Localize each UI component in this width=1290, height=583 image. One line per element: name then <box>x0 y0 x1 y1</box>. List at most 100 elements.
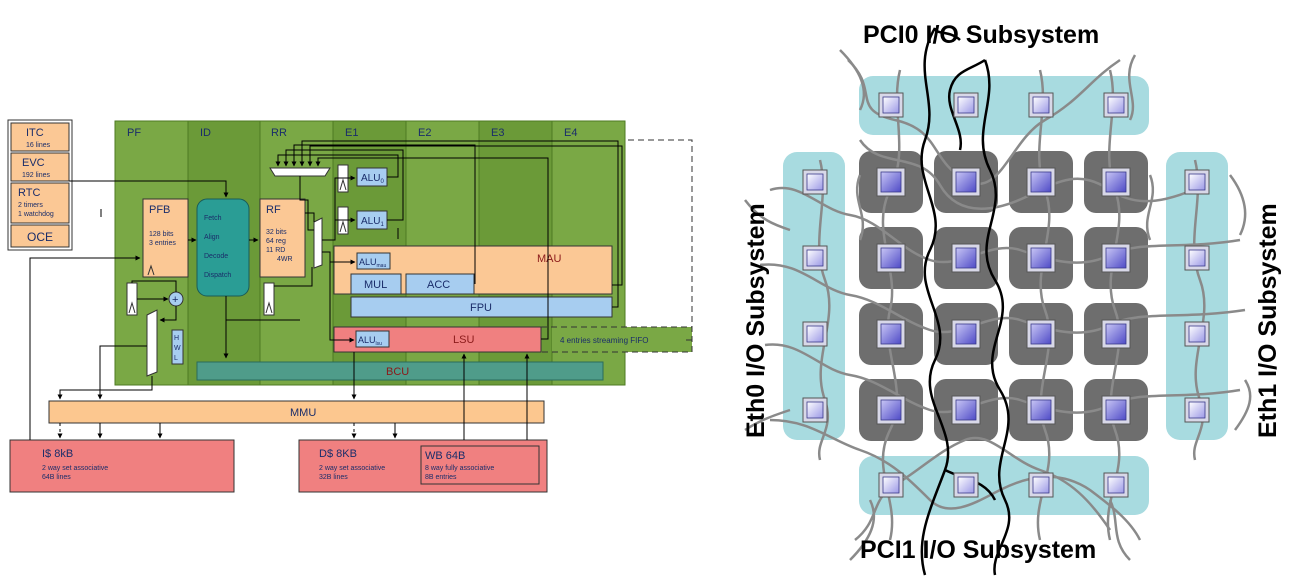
pci0-band <box>859 76 1149 135</box>
eth1-node <box>1184 321 1210 347</box>
eth0-node <box>802 321 828 347</box>
mux-pf <box>146 309 158 377</box>
fifo: 4 entries streaming FIFO <box>541 139 693 353</box>
clk-pf <box>128 301 136 314</box>
icache-l1: 2 way set associative <box>42 465 108 472</box>
itc-label: ITC <box>26 127 44 139</box>
itc-unit: ITC 16 lines <box>10 122 70 152</box>
pfb-l2: 3 entries <box>149 240 176 247</box>
pipeline-diagram: PF ID RR E1 E2 E3 E4 ITC 16 lines EVC 19… <box>7 119 693 493</box>
eth1-node <box>1184 397 1210 423</box>
register-pf <box>126 282 138 316</box>
evc-unit: EVC 192 lines <box>10 152 70 182</box>
core-node <box>876 395 906 425</box>
rf-l4: 4WR <box>277 256 293 263</box>
icache-l2: 64B lines <box>42 474 71 481</box>
stage-label-id: ID <box>200 127 211 139</box>
alulsu-label: ALU <box>358 335 376 345</box>
eth0-node <box>802 397 828 423</box>
core-node <box>1101 167 1131 197</box>
core-node <box>951 243 981 273</box>
bcu-block: BCU <box>196 361 604 381</box>
svg-text:ALUmau: ALUmau <box>359 257 386 269</box>
icache-block: I$ 8kB 2 way set associative 64B lines <box>9 439 235 493</box>
icache-label: I$ 8kB <box>42 448 73 460</box>
pci0-title: PCI0 I/O Subsystem <box>863 21 1099 49</box>
eth0-band <box>783 152 845 440</box>
core-node <box>1026 243 1056 273</box>
hwl-w: W <box>174 345 181 352</box>
clk-rr <box>265 301 273 314</box>
alu0-block: ALU0 <box>356 167 388 187</box>
wb-l2: 8B entries <box>425 474 457 481</box>
fpu-label: FPU <box>470 302 492 314</box>
decode-decode: Decode <box>204 253 228 260</box>
mau-block: MAU ALUmau MUL ACC <box>333 245 613 295</box>
eth1-node <box>1184 245 1210 271</box>
pfb-block: PFB 128 bits 3 entries <box>142 198 189 278</box>
rf-l2: 64 reg <box>266 238 286 245</box>
fpu-block: FPU <box>350 296 613 318</box>
clk-alu0 <box>339 178 347 191</box>
mul-box <box>350 273 402 295</box>
core-node <box>876 243 906 273</box>
evc-label: EVC <box>22 157 45 169</box>
hwl-l: L <box>174 355 178 362</box>
mul-label: MUL <box>364 279 387 291</box>
rf-l3: 11 RD <box>266 247 285 254</box>
mmu-label: MMU <box>290 407 316 419</box>
mux-rr <box>313 217 323 269</box>
core-node <box>951 167 981 197</box>
hwl-block: H W L <box>171 329 184 365</box>
rf-l1: 32 bits <box>266 229 287 236</box>
adder-symbol: + <box>172 294 178 306</box>
dcache-l1: 2 way set associative <box>319 465 385 472</box>
stage-label-e1: E1 <box>345 127 358 139</box>
mau-label: MAU <box>537 253 562 265</box>
left-units-frame <box>7 119 73 251</box>
alu1-label: ALU <box>361 216 380 227</box>
pci0-node <box>1028 92 1054 118</box>
dcache-block: D$ 8KB 2 way set associative 32B lines W… <box>298 439 548 493</box>
rf-label: RF <box>266 204 281 216</box>
alu1-block: ALU1 <box>356 210 388 230</box>
core-node <box>1026 319 1056 349</box>
dcache-l2: 32B lines <box>319 474 348 481</box>
alulsu-sub: lsu <box>376 341 383 347</box>
pci1-node <box>1028 472 1054 498</box>
eth0-node <box>802 245 828 271</box>
pci0-node <box>1103 92 1129 118</box>
pci1-title: PCI1 I/O Subsystem <box>860 536 1096 564</box>
pfb-clock-icon <box>147 264 155 276</box>
rtc-unit: RTC 2 timers 1 watchdog <box>10 182 70 224</box>
stage-label-e4: E4 <box>564 127 577 139</box>
core-node <box>1026 167 1056 197</box>
adder: + <box>168 291 184 307</box>
core-node <box>1101 243 1131 273</box>
alumau-label: ALU <box>359 257 377 267</box>
core-node <box>951 395 981 425</box>
eth0-node <box>802 169 828 195</box>
acc-label: ACC <box>427 279 450 291</box>
core-node <box>876 319 906 349</box>
core-node <box>1101 395 1131 425</box>
svg-text:ALU1: ALU1 <box>361 216 384 228</box>
rtc-sub2: 1 watchdog <box>18 211 54 218</box>
pci1-node <box>953 472 979 498</box>
eth1-title: Eth1 I/O Subsystem <box>1254 203 1282 438</box>
register-rr <box>263 282 275 316</box>
wb-label: WB 64B <box>425 450 465 462</box>
noc-nodes <box>802 92 1210 498</box>
acc-box <box>405 273 475 295</box>
core-node <box>876 167 906 197</box>
oce-label: OCE <box>27 230 53 244</box>
noc-links <box>744 49 1252 561</box>
stage-label-pf: PF <box>127 127 141 139</box>
wb-l1: 8 way fully associative <box>425 465 494 472</box>
pci1-node <box>1103 472 1129 498</box>
alu0-sub: 0 <box>380 179 384 185</box>
evc-sub: 192 lines <box>22 172 51 179</box>
pci0-node <box>953 92 979 118</box>
bcu-label: BCU <box>386 366 409 378</box>
lsu-block: LSU ALUlsu <box>333 326 542 353</box>
